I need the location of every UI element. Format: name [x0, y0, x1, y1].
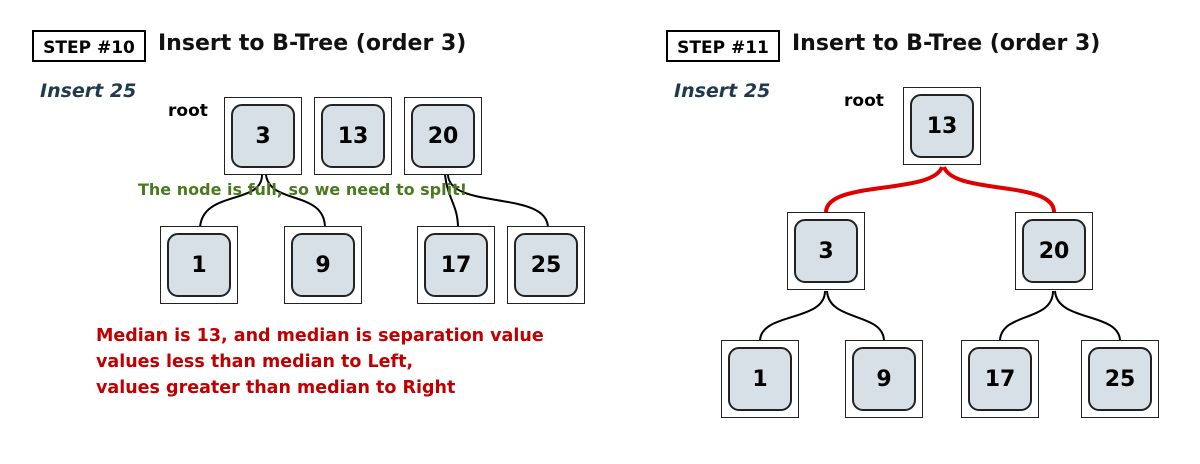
internal-node-3: 3 [787, 212, 865, 290]
node-key: 17 [424, 233, 488, 297]
node-key: 25 [1088, 347, 1152, 411]
node-key: 25 [514, 233, 578, 297]
step-badge: STEP #11 [666, 30, 780, 62]
panel-title: Insert to B-Tree (order 3) [158, 31, 467, 56]
leaf-node-25: 25 [1081, 340, 1159, 418]
insert-subtitle: Insert 25 [40, 80, 137, 102]
edge-3-to-1 [759, 290, 826, 341]
root-label: root [844, 91, 884, 111]
leaf-node-17: 17 [417, 226, 495, 304]
edge-root-3-to-1 [199, 174, 263, 229]
node-key: 13 [910, 94, 974, 158]
leaf-node-9: 9 [284, 226, 362, 304]
node-key: 13 [321, 104, 385, 168]
left-tree-edges [199, 174, 549, 229]
split-note: The node is full, so we need to split! [138, 180, 468, 199]
node-key: 9 [852, 347, 916, 411]
median-notes: Median is 13, and median is separation v… [96, 323, 544, 401]
step-10-panel: STEP #10 Insert to B-Tree (order 3) Inse… [32, 30, 585, 401]
median-note-line: values greater than median to Right [96, 378, 456, 398]
right-tree-edges [759, 165, 1121, 341]
node-key: 1 [167, 233, 231, 297]
median-note-line: values less than median to Left, [96, 352, 414, 372]
root-node-key-3: 3 [224, 97, 302, 175]
node-key: 17 [968, 347, 1032, 411]
node-key: 20 [1022, 219, 1086, 283]
root-node-13: 13 [903, 87, 981, 165]
edge-root-3-to-9 [265, 174, 326, 229]
root-node-key-13: 13 [314, 97, 392, 175]
leaf-node-17: 17 [961, 340, 1039, 418]
edge-13-to-3 [824, 165, 944, 213]
edge-13-to-20 [942, 165, 1056, 213]
leaf-node-9: 9 [845, 340, 923, 418]
node-key: 3 [794, 219, 858, 283]
root-label: root [168, 101, 208, 121]
edge-root-20-to-17 [444, 174, 459, 229]
node-key: 9 [291, 233, 355, 297]
node-key: 1 [728, 347, 792, 411]
node-key: 3 [231, 104, 295, 168]
root-node-key-20: 20 [404, 97, 482, 175]
edge-20-to-17 [999, 290, 1054, 341]
median-note-line: Median is 13, and median is separation v… [96, 326, 544, 346]
leaf-node-1: 1 [721, 340, 799, 418]
internal-node-20: 20 [1015, 212, 1093, 290]
leaf-node-25: 25 [507, 226, 585, 304]
edge-20-to-25 [1054, 290, 1121, 341]
edge-root-20-to-25 [447, 174, 549, 229]
insert-subtitle: Insert 25 [674, 80, 771, 102]
panel-title: Insert to B-Tree (order 3) [792, 31, 1101, 56]
edge-3-to-9 [826, 290, 885, 341]
step-11-panel: STEP #11 Insert to B-Tree (order 3) Inse… [632, 0, 1200, 464]
node-key: 20 [411, 104, 475, 168]
leaf-node-1: 1 [160, 226, 238, 304]
step-badge: STEP #10 [32, 30, 146, 62]
